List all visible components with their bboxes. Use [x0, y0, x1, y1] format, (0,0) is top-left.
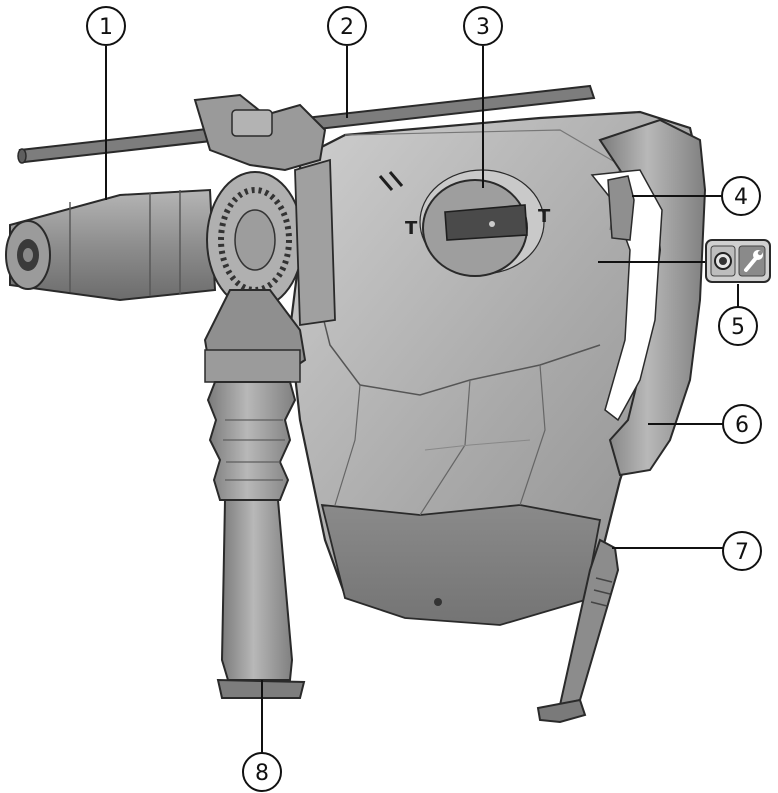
- side-handle: [203, 289, 307, 699]
- service-indicator-panel: [705, 239, 771, 283]
- callout-7-number: 7: [735, 540, 749, 565]
- callout-lines: [105, 46, 739, 758]
- callout-2: 2: [327, 6, 367, 46]
- callout-4: 4: [721, 176, 761, 216]
- selector-mark-right: T: [538, 206, 551, 227]
- callout-8: 8: [242, 752, 282, 792]
- callout-5: 5: [718, 306, 758, 346]
- callout-3-number: 3: [476, 15, 490, 40]
- callout-markers: 1 2 3 4 5 6 7 8: [86, 6, 762, 792]
- selector-mark-left: T: [405, 218, 418, 239]
- callout-1-number: 1: [99, 15, 113, 40]
- depth-stop-clamp: [193, 93, 327, 172]
- tool-holder-chuck: [5, 158, 336, 327]
- wrench-icon: [744, 250, 763, 272]
- callout-7: 7: [722, 531, 762, 571]
- callout-6-number: 6: [735, 413, 749, 438]
- callout-3: 3: [463, 6, 503, 46]
- callout-8-number: 8: [255, 761, 269, 786]
- hammer-mode-marks: [378, 171, 404, 191]
- callout-4-number: 4: [734, 185, 748, 210]
- power-cable-sleeve: [536, 538, 620, 724]
- mode-selector-switch: T T: [378, 169, 551, 277]
- callout-5-number: 5: [731, 315, 745, 340]
- main-handle: [590, 118, 707, 477]
- callout-1: 1: [86, 6, 126, 46]
- callout-2-number: 2: [340, 15, 354, 40]
- callout-6: 6: [722, 404, 762, 444]
- motor-housing: [288, 110, 702, 626]
